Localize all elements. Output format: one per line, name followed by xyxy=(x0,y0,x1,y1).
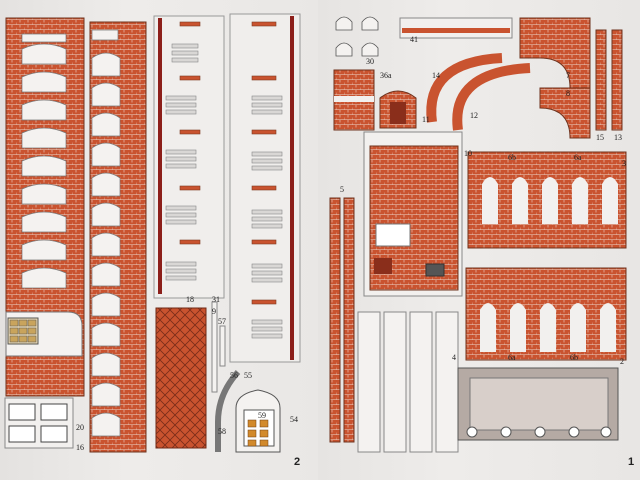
roof-piece-41 xyxy=(399,17,513,39)
label-part-30: 30 xyxy=(366,57,374,66)
base-part-2 xyxy=(457,367,619,441)
wall-panel-left-second xyxy=(89,21,147,453)
small-window-panels xyxy=(4,397,74,449)
small-windows-top xyxy=(335,16,379,57)
strip-part-15 xyxy=(595,29,607,131)
label-part-31: 31 xyxy=(212,295,220,304)
label-part-5: 5 xyxy=(340,185,344,194)
label-part-11: 11 xyxy=(422,115,430,124)
floor-part-10 xyxy=(363,131,463,297)
page-number-right: 1 xyxy=(628,456,635,468)
label-part-57: 57 xyxy=(218,317,226,326)
column-strips-4 xyxy=(357,311,459,453)
brick-part-11 xyxy=(379,90,417,129)
colonnade-top xyxy=(467,151,627,249)
label-part-15: 15 xyxy=(596,133,604,142)
label-part-6b-top: 6b xyxy=(508,153,516,162)
page-number-left: 2 xyxy=(294,456,301,468)
curved-part-12 xyxy=(452,63,531,131)
label-part-56: 56 xyxy=(230,371,238,380)
strip-part-57 xyxy=(219,325,226,367)
arch-part-58 xyxy=(215,369,241,452)
label-part-18: 18 xyxy=(186,295,194,304)
brick-step-caps xyxy=(179,21,277,305)
strip-part-13 xyxy=(611,29,623,131)
curved-part-14 xyxy=(426,53,503,123)
wall-panel-left-tall xyxy=(5,17,85,397)
stair-steps xyxy=(165,43,283,339)
brick-part-36a xyxy=(333,69,375,131)
label-part-58: 58 xyxy=(218,427,226,436)
portal-part-59 xyxy=(235,389,281,453)
label-part-6b-bottom: 6b xyxy=(570,353,578,362)
label-part-14: 14 xyxy=(432,71,440,80)
roof-frame-18 xyxy=(155,307,207,449)
label-part-3: 3 xyxy=(622,159,626,168)
label-part-16: 16 xyxy=(76,443,84,452)
label-part-54: 54 xyxy=(290,415,298,424)
label-part-2: 2 xyxy=(620,357,624,366)
column-part-5 xyxy=(329,197,355,443)
label-part-8: 8 xyxy=(566,89,570,98)
label-part-59: 59 xyxy=(258,411,266,420)
label-part-20: 20 xyxy=(76,423,84,432)
label-part-12: 12 xyxy=(470,111,478,120)
label-part-4: 4 xyxy=(452,353,456,362)
colonnade-bottom xyxy=(465,267,627,361)
strip-part-9 xyxy=(211,301,218,393)
label-part-13: 13 xyxy=(614,133,622,142)
label-part-7: 7 xyxy=(566,71,570,80)
label-part-41: 41 xyxy=(410,35,418,44)
label-part-6a-bottom: 6a xyxy=(508,353,516,362)
label-part-36a: 36a xyxy=(380,71,392,80)
arch-pieces-7-8 xyxy=(519,17,591,139)
label-part-6a-top: 6a xyxy=(574,153,582,162)
label-part-10: 10 xyxy=(464,149,472,158)
label-part-9: 9 xyxy=(212,307,216,316)
label-part-55: 55 xyxy=(244,371,252,380)
